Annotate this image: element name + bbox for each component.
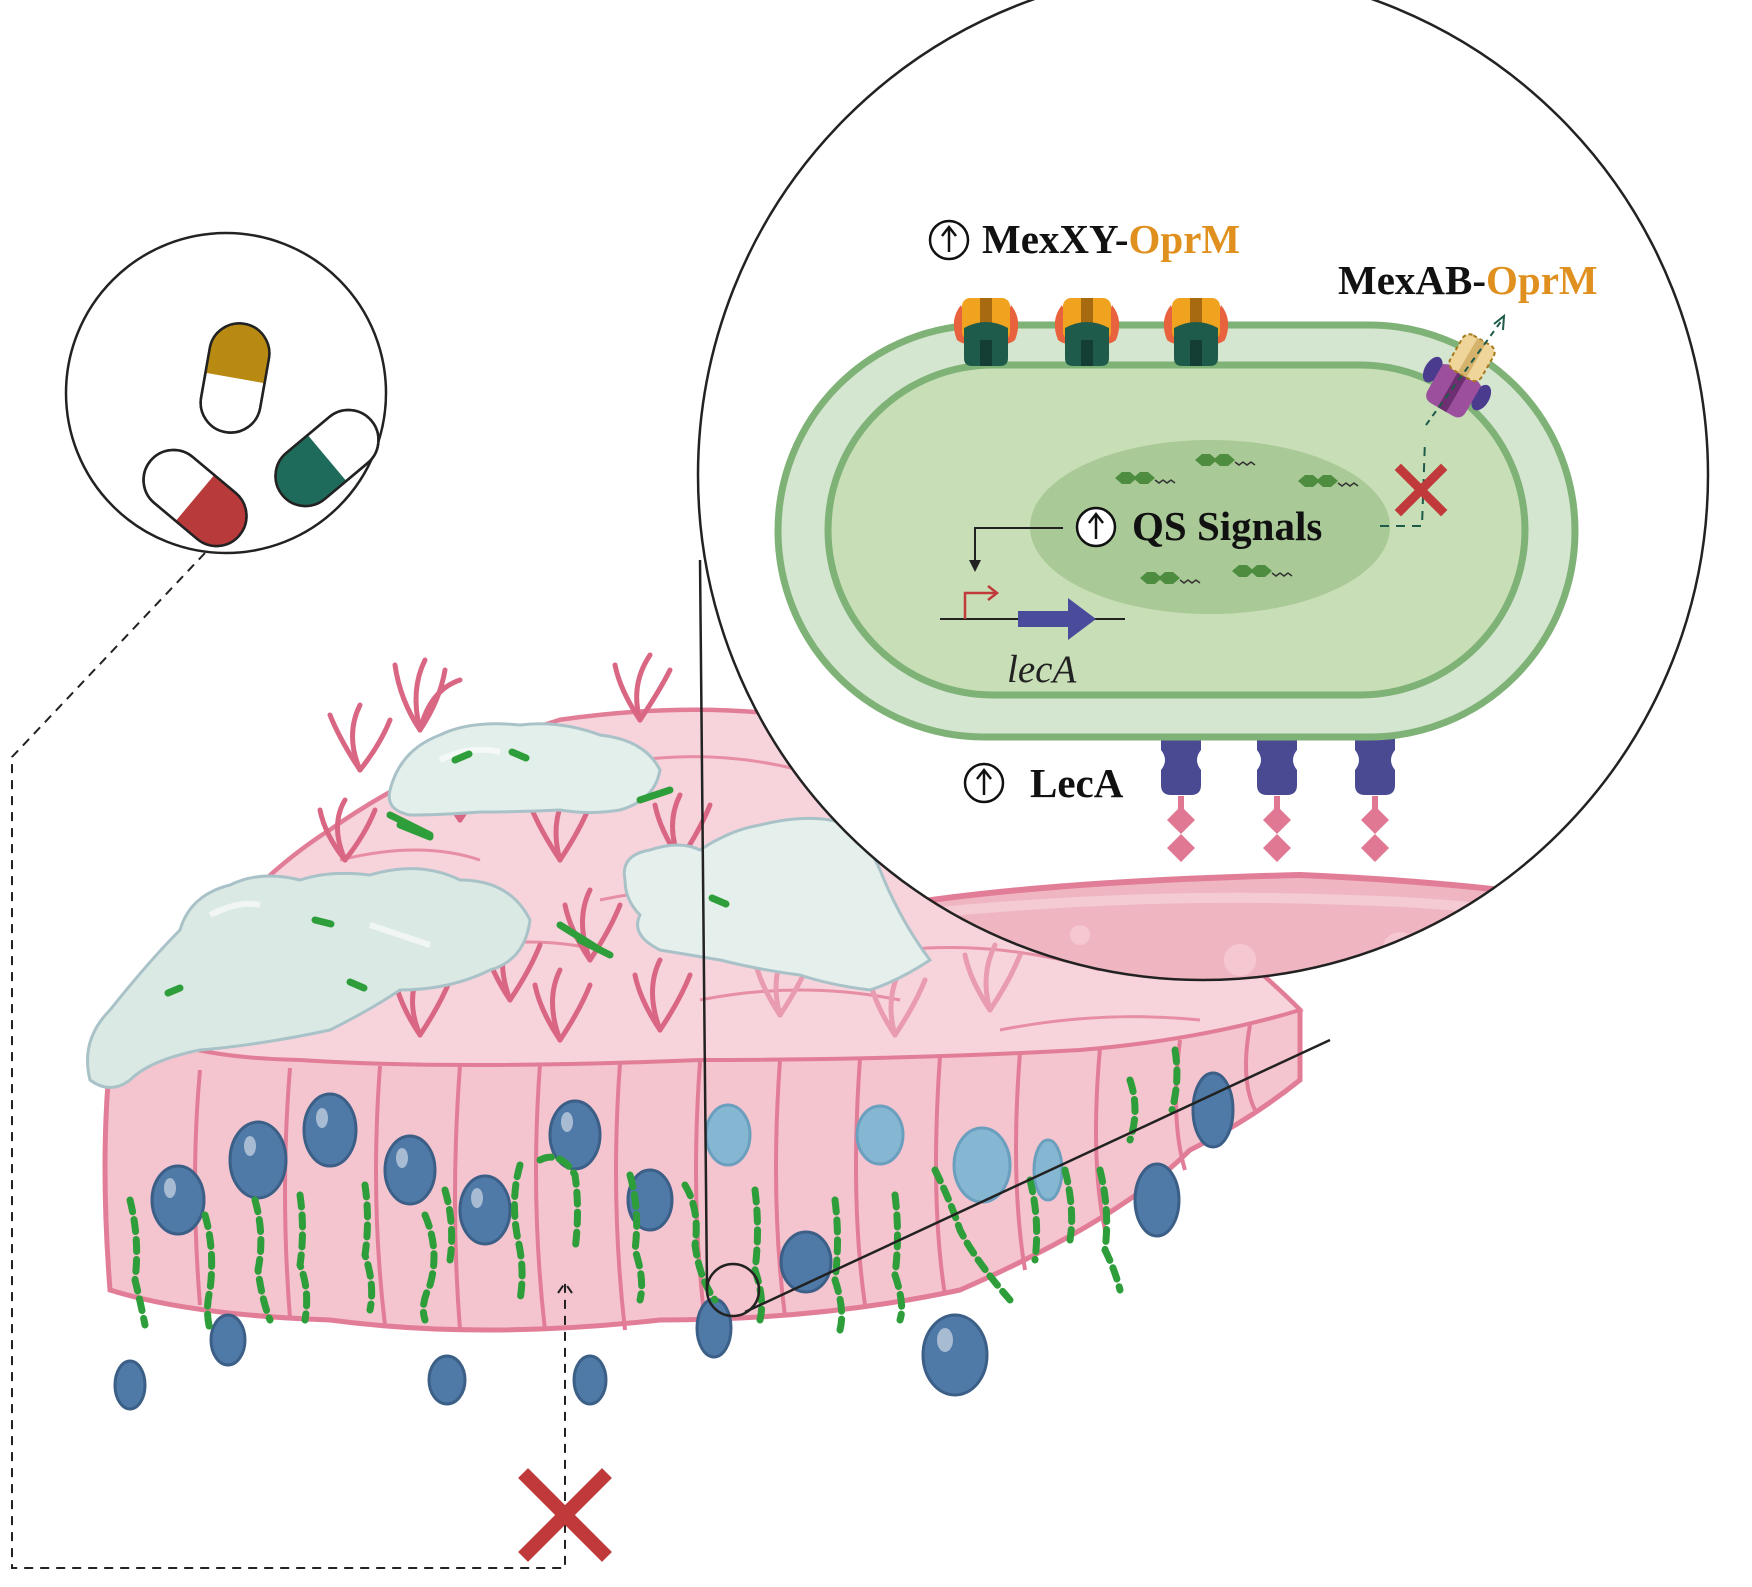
- mexab-oprm-pump: [1422, 333, 1496, 418]
- regulation-arrow: [974, 527, 1063, 565]
- up-arrow-icon: [928, 219, 970, 261]
- mexxy-oprm-pumps: [953, 298, 1229, 366]
- pill-icon: [274, 408, 380, 508]
- zoom-indicator: [698, 559, 1331, 1318]
- label-qs-signals: QS Signals: [1075, 503, 1322, 549]
- blocked-drug-path: [11, 552, 573, 1569]
- leca-gene-label: lecA: [1007, 648, 1076, 691]
- cilia: [317, 652, 713, 1043]
- pill-icon: [199, 322, 271, 434]
- qs-signals-text: QS Signals: [1132, 503, 1322, 549]
- leca-gene-locus: [940, 585, 1125, 640]
- svg-text:MexXY-OprM: MexXY-OprM: [982, 216, 1240, 262]
- leca-text: LecA: [1030, 760, 1124, 806]
- qs-signal-molecules: [1115, 454, 1359, 584]
- svg-text:MexAB-OprM: MexAB-OprM: [1338, 257, 1598, 303]
- label-mexab: MexAB-OprM: [1338, 257, 1598, 303]
- antibiotic-inset: [64, 231, 388, 555]
- leca-adhesins: [1161, 725, 1395, 862]
- up-arrow-icon: [963, 762, 1005, 804]
- bacterial-cell: [774, 321, 1579, 741]
- mucus-layer: [86, 722, 933, 1089]
- label-mexxy: MexXY-OprM: [928, 216, 1240, 262]
- promoter-arrow-icon: [963, 585, 1000, 619]
- cross-mark-icon: [1394, 463, 1448, 517]
- bacteria: [126, 1046, 1181, 1334]
- up-arrow-icon: [1075, 506, 1117, 548]
- label-leca-protein: LecA: [963, 760, 1124, 806]
- cross-mark-icon: [518, 1468, 612, 1562]
- pill-icon: [142, 448, 248, 548]
- gene-arrow-icon: [1018, 598, 1096, 640]
